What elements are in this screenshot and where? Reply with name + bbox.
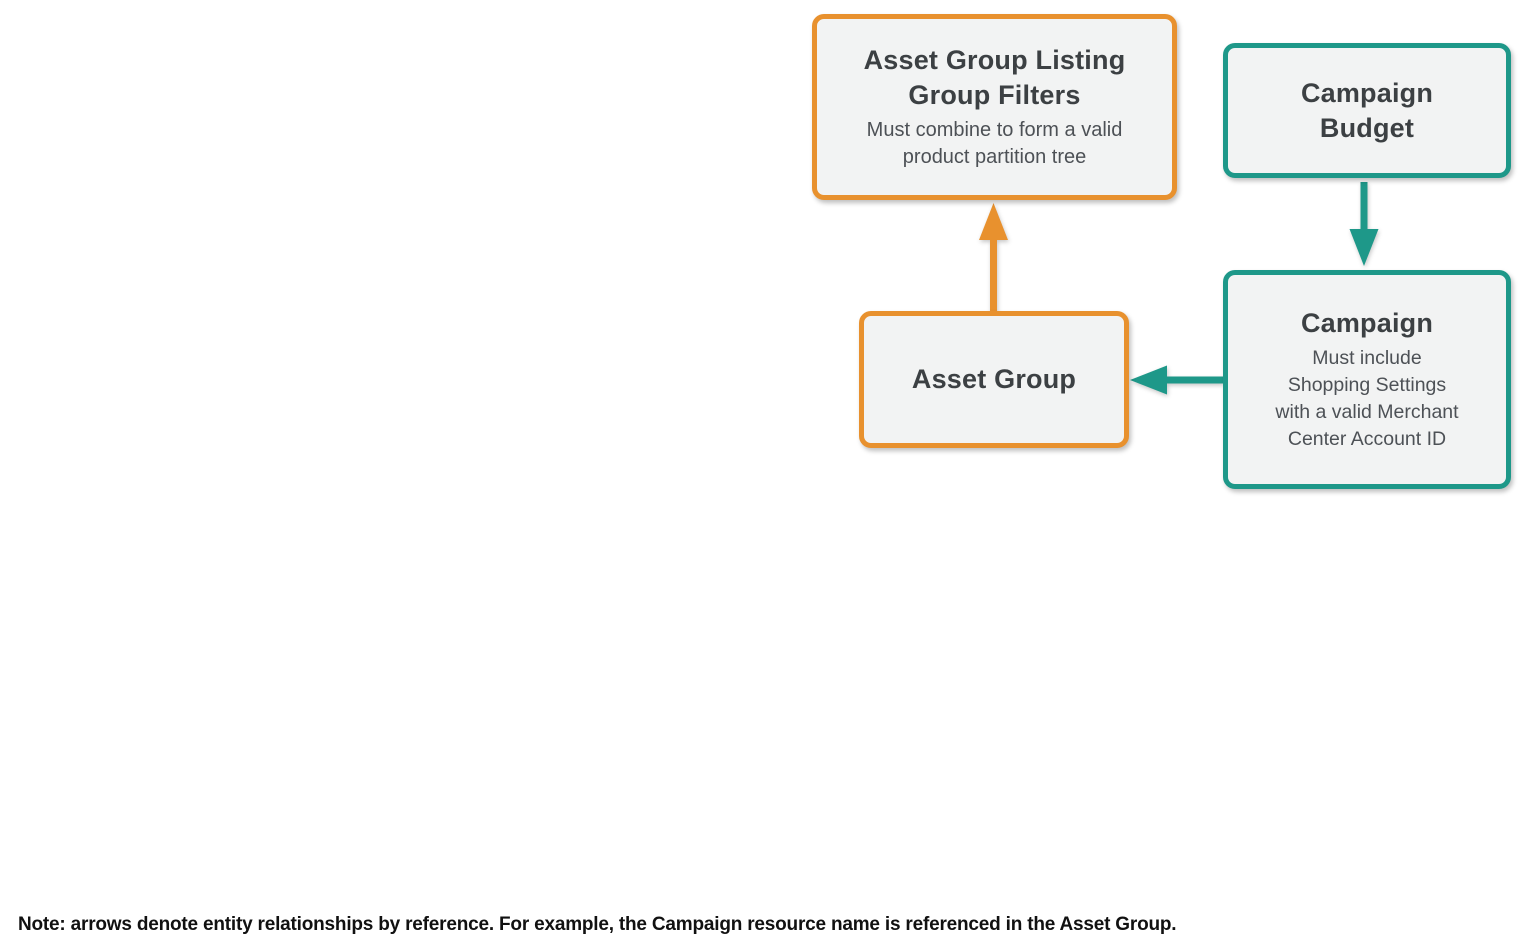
node-title-line: Campaign xyxy=(1300,308,1434,338)
node-title-line: Campaign xyxy=(1300,77,1434,108)
node-subtitle-line: Center Account ID xyxy=(1287,428,1447,450)
node-subtitle-line: Must combine to form a valid xyxy=(866,119,1123,141)
node-subtitle-line: product partition tree xyxy=(902,146,1087,168)
node-title: Campaign xyxy=(1301,306,1433,341)
node-asset-group: Asset Group xyxy=(859,311,1129,448)
node-asset-group-listing-group-filters: Asset Group Listing Group Filters Must c… xyxy=(812,14,1177,200)
node-title: Campaign Budget xyxy=(1301,76,1433,146)
node-title-line: Asset Group xyxy=(911,364,1077,394)
node-title-line: Budget xyxy=(1319,112,1415,143)
node-subtitle-line: Shopping Settings xyxy=(1287,374,1447,396)
node-title-line: Asset Group Listing xyxy=(863,45,1126,75)
note-text: Note: arrows denote entity relationships… xyxy=(18,914,1177,935)
node-subtitle: Must combine to form a valid product par… xyxy=(867,117,1123,171)
node-title: Asset Group xyxy=(912,362,1076,397)
node-subtitle: Must include Shopping Settings with a va… xyxy=(1275,345,1458,453)
node-title: Asset Group Listing Group Filters xyxy=(864,43,1126,113)
node-campaign-budget: Campaign Budget xyxy=(1223,43,1511,178)
node-title-line: Group Filters xyxy=(908,80,1081,110)
arrow-campaign-budget-to-campaign-icon xyxy=(1349,182,1379,266)
arrow-asset-group-to-listing-filters-icon xyxy=(979,203,1008,313)
node-subtitle-line: with a valid Merchant xyxy=(1275,401,1459,423)
node-subtitle-line: Must include xyxy=(1312,347,1422,369)
node-campaign: Campaign Must include Shopping Settings … xyxy=(1223,270,1511,489)
arrow-campaign-to-asset-group-icon xyxy=(1130,365,1223,395)
